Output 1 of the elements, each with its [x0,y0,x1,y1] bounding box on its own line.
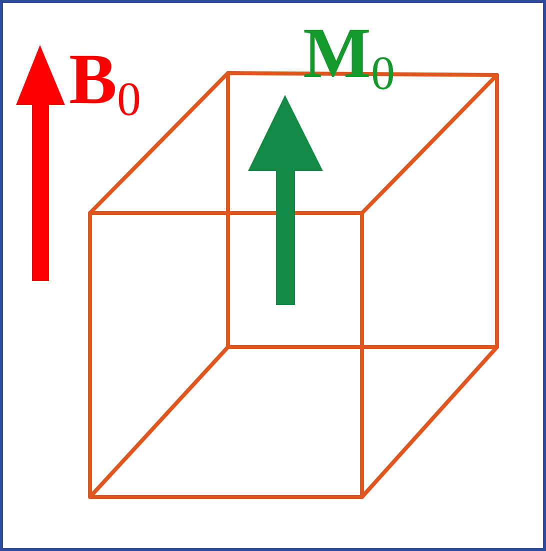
field-label: B$_{0}$ [69,43,142,124]
